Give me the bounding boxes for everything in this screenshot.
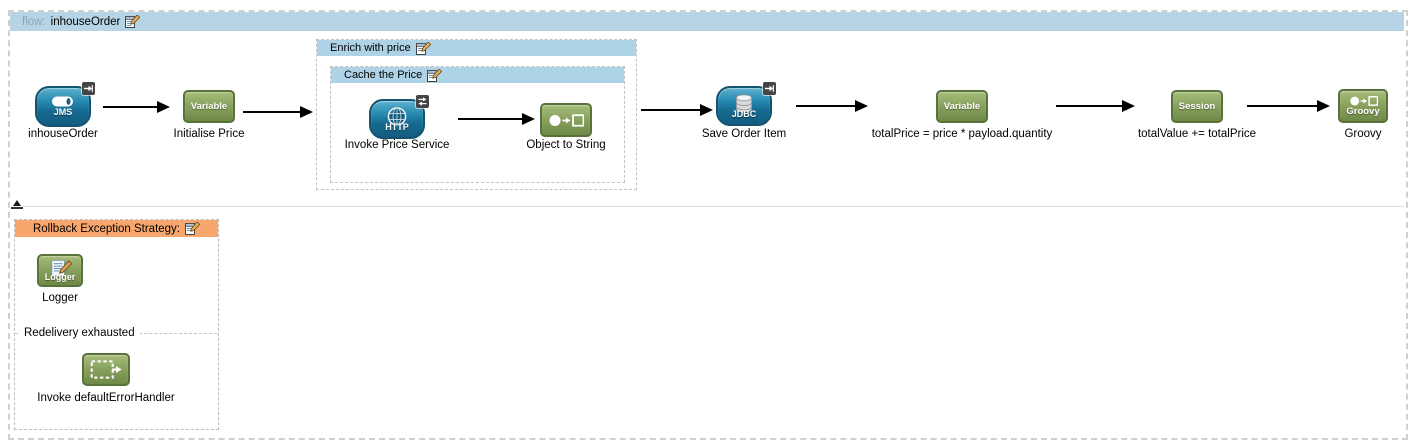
- edit-icon[interactable]: [125, 15, 141, 28]
- one-way-exchange-icon: [763, 82, 776, 95]
- jms-type-label: JMS: [53, 107, 73, 117]
- node-caption: Save Order Item: [701, 128, 787, 140]
- triangle-up-icon: [13, 200, 21, 206]
- groovy-component[interactable]: Groovy: [1338, 89, 1388, 123]
- scope-enrich-title: Enrich with price: [330, 42, 411, 54]
- jdbc-endpoint[interactable]: JDBC: [716, 82, 776, 126]
- flow-label-prefix: flow:: [22, 15, 46, 28]
- variable-type-label: Variable: [190, 101, 228, 112]
- collapse-exception-section-toggle[interactable]: [11, 199, 23, 209]
- edit-icon[interactable]: [415, 41, 431, 55]
- edit-icon[interactable]: [427, 68, 443, 82]
- session-variable-transformer[interactable]: Session: [1171, 90, 1223, 123]
- flow-container: [8, 10, 1408, 440]
- flow-header[interactable]: flow: inhouseOrder: [10, 12, 1404, 31]
- rollback-exception-strategy-header[interactable]: Rollback Exception Strategy:: [15, 220, 218, 237]
- node-caption: Invoke defaultErrorHandler: [37, 392, 175, 404]
- edit-icon[interactable]: [185, 222, 201, 235]
- variable-transformer[interactable]: Variable: [936, 90, 988, 123]
- node-caption: totalValue += totalPrice: [1137, 128, 1257, 140]
- node-caption: Object to String: [526, 139, 606, 151]
- database-icon: [734, 93, 754, 113]
- request-response-exchange-icon: [416, 95, 429, 108]
- jms-cylinder-icon: [51, 96, 75, 107]
- redelivery-exhausted-label: Redelivery exhausted: [19, 327, 140, 339]
- flow-ref-component[interactable]: [82, 353, 130, 386]
- globe-icon: [386, 106, 408, 127]
- node-caption: Logger: [42, 292, 78, 304]
- scope-enrich-header[interactable]: Enrich with price: [317, 40, 636, 56]
- flow-title: inhouseOrder: [50, 15, 121, 28]
- http-endpoint[interactable]: HTTP: [369, 95, 429, 139]
- one-way-exchange-icon: [82, 82, 95, 95]
- node-caption: totalPrice = price * payload.quantity: [871, 128, 1053, 140]
- object-to-string-icon: [548, 113, 584, 128]
- logger-document-pencil-icon: [48, 259, 73, 279]
- session-type-label: Session: [1178, 101, 1216, 112]
- node-caption: inhouseOrder: [28, 128, 98, 140]
- groovy-type-label: Groovy: [1346, 106, 1380, 117]
- variable-transformer[interactable]: Variable: [183, 90, 235, 123]
- http-type-label: HTTP: [385, 121, 409, 132]
- rollback-title: Rollback Exception Strategy:: [32, 222, 181, 235]
- logger-type-label: Logger: [44, 272, 76, 282]
- node-caption: Initialise Price: [173, 128, 245, 140]
- object-to-string-icon: [1349, 95, 1378, 107]
- jdbc-type-label: JDBC: [731, 108, 757, 119]
- flow-section-separator: [23, 206, 1404, 207]
- scope-cache-title: Cache the Price: [344, 69, 423, 81]
- node-caption: Invoke Price Service: [344, 139, 450, 151]
- flow-ref-icon: [90, 359, 123, 380]
- jms-endpoint[interactable]: JMS: [35, 82, 95, 127]
- node-caption: Groovy: [1344, 128, 1382, 140]
- scope-cache-header[interactable]: Cache the Price: [331, 67, 624, 83]
- logger-component[interactable]: Logger: [37, 254, 83, 287]
- object-to-string-transformer[interactable]: [540, 103, 592, 137]
- variable-type-label: Variable: [943, 101, 981, 112]
